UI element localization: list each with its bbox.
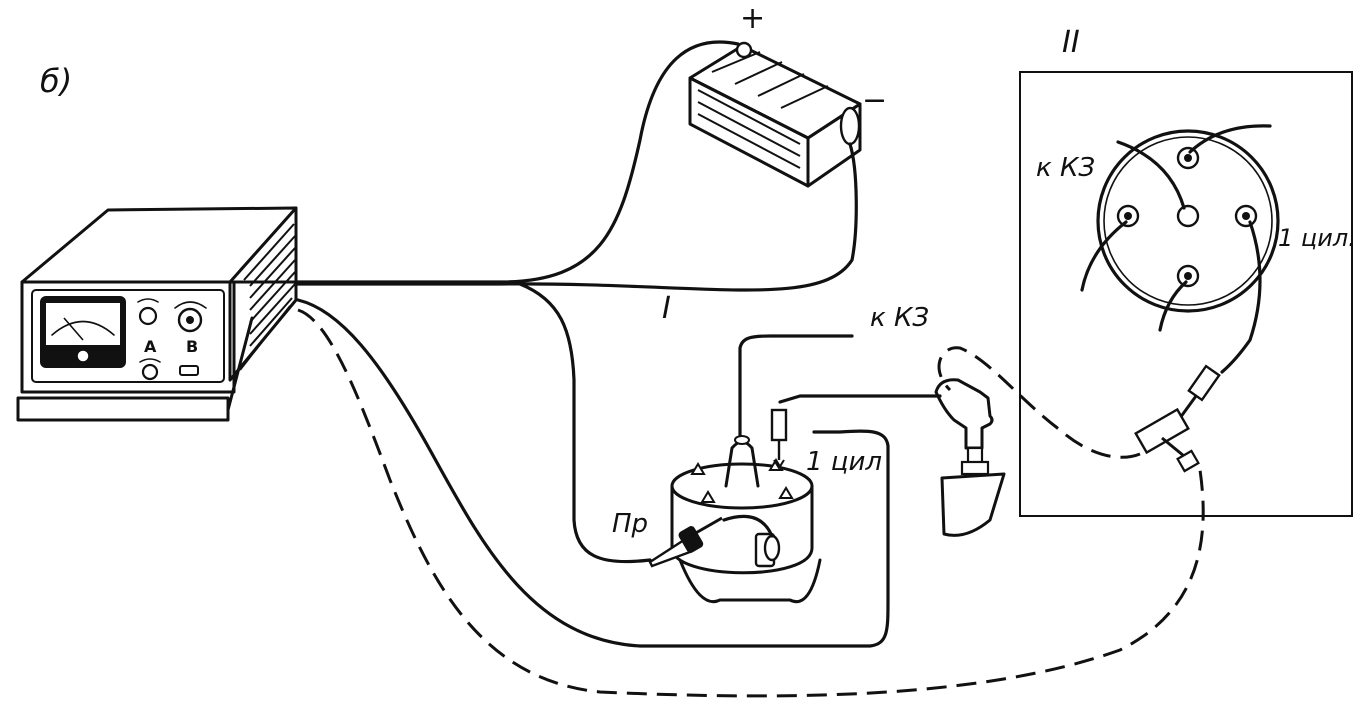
t-adapter (1134, 364, 1221, 473)
tester-device: A B (16, 206, 298, 422)
figure-label: б) (40, 62, 72, 100)
scheme-ii-cylinder-label: 1 цил. (1278, 224, 1356, 252)
knob-b-icon[interactable] (174, 301, 207, 333)
distributor-cap-top-view (1080, 124, 1280, 374)
meter-dial (40, 296, 126, 368)
scheme-ii-label: II (1062, 25, 1080, 60)
knob-small-top-icon[interactable] (137, 298, 159, 326)
scheme-i-cylinder-label: 1 цил (806, 447, 882, 477)
scheme-ii-frame (1019, 71, 1353, 517)
distributor-terminal-adapter (770, 408, 788, 470)
wiring (294, 40, 1205, 698)
knob-b-label: B (186, 337, 198, 356)
scheme-i-label: I (662, 291, 671, 326)
scheme-ii-to-coil-label: к КЗ (1036, 153, 1095, 183)
spark-plug-cap (934, 378, 1006, 537)
battery-minus-label: − (862, 83, 887, 118)
probe[interactable] (648, 516, 723, 568)
switch-icon[interactable] (179, 365, 199, 376)
knob-a-label: A (144, 337, 157, 356)
distributor-cap (670, 435, 822, 603)
battery-plus-label: + (740, 1, 765, 36)
probe-label: Пр (612, 509, 648, 539)
knob-a-icon[interactable] (139, 358, 161, 381)
battery: + − (688, 1, 887, 188)
scheme-i-to-coil-label: к КЗ (870, 303, 929, 333)
